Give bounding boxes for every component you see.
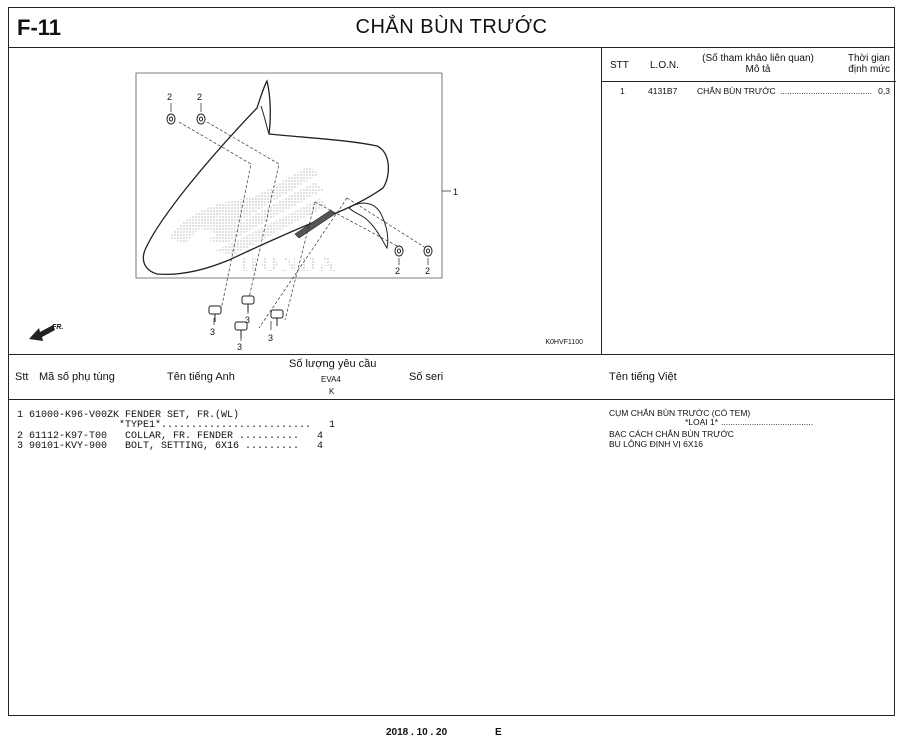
part-row-2-vietnamese: BẠC CÁCH CHẮN BÙN TRƯỚC: [609, 429, 734, 439]
front-arrow-icon: FR.: [29, 324, 63, 341]
col-time-line1: Thời gian: [847, 53, 890, 64]
callout-3a: 3: [210, 327, 215, 337]
model-sub: K: [329, 387, 335, 396]
page-title: CHẮN BÙN TRƯỚC: [355, 16, 548, 38]
assembly-box: [135, 72, 443, 279]
col-vietnamese-name: Tên tiếng Việt: [609, 371, 677, 383]
fender-illustration: HONDA: [29, 72, 458, 352]
callout-3c: 3: [237, 342, 242, 352]
col-serial: Số seri: [409, 371, 444, 383]
labor-time-row: 1 4131B7 CHẮN BÙN TRƯỚC ................…: [620, 86, 890, 96]
part-row-3-vietnamese: BU LÔNG ĐỊNH VỊ 6X16: [609, 439, 704, 449]
fender-shape: [142, 79, 389, 276]
callout-2b: 2: [197, 92, 202, 102]
model-code: EVA4: [321, 375, 341, 384]
callout-2c: 2: [395, 266, 400, 276]
col-lon: L.O.N.: [650, 60, 679, 71]
footer-edition: E: [495, 727, 502, 738]
col-ref-line1: (Số tham khảo liên quan): [702, 53, 814, 64]
part-row-1-type: *TYPE1*......................... 1: [17, 420, 336, 431]
svg-text:FR.: FR.: [52, 324, 63, 331]
parts-diagram: HONDA: [9, 48, 602, 354]
emblem-decal: [294, 209, 336, 239]
part-row-1: 1 61000-K96-V00ZK FENDER SET, FR.(WL): [17, 410, 240, 421]
title-bar: F-11 CHẮN BÙN TRƯỚC: [9, 8, 894, 48]
callout-3b: 3: [245, 315, 250, 325]
section-code: F-11: [17, 15, 62, 40]
col-english-name: Tên tiếng Anh: [167, 371, 235, 383]
col-quantity: Số lượng yêu cầu: [289, 358, 377, 370]
assembly-guide-lines: [178, 121, 430, 329]
part-row-3: 3 90101-KVY-900 BOLT, SETTING, 6X16 ....…: [17, 441, 324, 452]
col-stt-parts: Stt: [15, 371, 29, 383]
part-row-1-type-vietnamese: *LOẠI 1*: [685, 417, 719, 427]
collar-parts: [166, 113, 433, 257]
callout-1: 1: [453, 187, 458, 197]
labor-time-table: STT L.O.N. (Số tham khảo liên quan) Mô t…: [602, 48, 896, 354]
col-time-line2: định mức: [848, 64, 890, 75]
part-row-1-vietnamese: CỤM CHẮN BÙN TRƯỚC (CÓ TEM): [609, 408, 751, 418]
col-ref-line2: Mô tả: [745, 64, 771, 75]
brand-watermark: HONDA: [241, 251, 338, 276]
col-stt: STT: [610, 60, 629, 71]
image-code: K0HVF1100: [545, 339, 583, 346]
callout-2a: 2: [167, 92, 172, 102]
col-part-number: Mã số phụ tùng: [39, 371, 115, 383]
footer-date: 2018 . 10 . 20: [386, 727, 448, 738]
page-frame: F-11 CHẮN BÙN TRƯỚC HONDA: [8, 7, 896, 716]
callout-3d: 3: [268, 333, 273, 343]
callout-2d: 2: [425, 266, 430, 276]
callout-lines: [170, 103, 451, 341]
part-row-2: 2 61112-K97-T00 COLLAR, FR. FENDER .....…: [17, 431, 324, 442]
parts-list-header: Stt Mã số phụ tùng Tên tiếng Anh Số lượn…: [9, 354, 894, 400]
honda-wing-watermark: [169, 166, 327, 255]
labor-time-header: STT L.O.N. (Số tham khảo liên quan) Mô t…: [602, 48, 896, 82]
